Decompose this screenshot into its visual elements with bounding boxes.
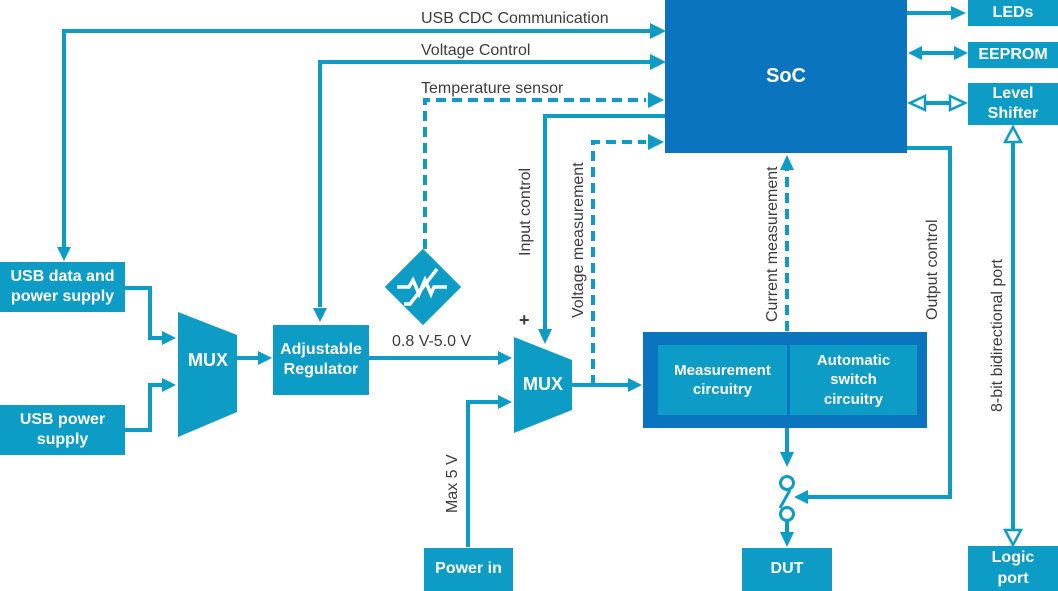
output-control-label: Output control bbox=[924, 219, 941, 321]
voltage-control-label: Voltage Control bbox=[421, 42, 531, 59]
mux2-shape bbox=[514, 337, 572, 433]
measurement-circuitry-block: Measurement circuitry bbox=[658, 345, 787, 415]
arrow-powerin-into-mux2 bbox=[498, 395, 512, 409]
voltage-control-line bbox=[318, 60, 651, 307]
arrow-into-leds bbox=[951, 6, 966, 20]
usb-data-power-supply-block: USB data and power supply bbox=[0, 262, 125, 312]
arrow-mux2-into-measurement bbox=[628, 378, 642, 392]
automatic-switch-circuitry-block: Automatic switch circuitry bbox=[790, 345, 917, 415]
arrow-usbpower-into-mux1 bbox=[162, 378, 176, 392]
hollow-arrow-into-logic-port bbox=[1002, 528, 1024, 548]
arrow-temp-sensor-into-soc bbox=[648, 92, 664, 108]
level-shifter-block: Level Shifter bbox=[968, 83, 1058, 125]
temperature-sensor-label: Temperature sensor bbox=[421, 80, 564, 97]
eeprom-block: EEPROM bbox=[968, 42, 1058, 68]
usb-cdc-communication-label: USB CDC Communication bbox=[421, 10, 609, 27]
input-control-line bbox=[543, 114, 666, 329]
voltage-measurement-label: Voltage measurement bbox=[570, 162, 587, 318]
arrow-soc-to-eeprom bbox=[954, 46, 968, 60]
adjustable-regulator-block: Adjustable Regulator bbox=[273, 325, 369, 395]
usbdata-to-mux1-line bbox=[125, 286, 162, 340]
usb-cdc-line bbox=[62, 29, 651, 250]
hollow-arrow-levelshifter-to-soc bbox=[907, 94, 927, 112]
arrow-usbdata-into-mux1 bbox=[162, 331, 176, 345]
arrow-input-control-into-mux2 bbox=[538, 329, 552, 344]
bidirectional-port-label: 8-bit bidirectional port bbox=[989, 259, 1006, 412]
mux2-label: MUX bbox=[523, 374, 563, 394]
arrow-into-dut bbox=[780, 532, 794, 547]
spst-switch-icon bbox=[778, 475, 795, 522]
thermistor-icon bbox=[384, 248, 462, 326]
usb-power-supply-block: USB power supply bbox=[0, 405, 125, 455]
input-control-label: Input control bbox=[517, 167, 534, 256]
arrow-output-control-at-switch bbox=[794, 490, 808, 504]
arrow-into-switch-top bbox=[780, 452, 794, 467]
soc-block: SoC bbox=[665, 0, 907, 153]
arrow-voltage-control-into-soc bbox=[650, 54, 666, 70]
mux2-plus-label: + bbox=[519, 310, 530, 330]
temperature-sensor-line bbox=[423, 98, 646, 249]
powerin-to-mux2-line bbox=[466, 400, 498, 547]
arrow-current-meas-into-soc bbox=[780, 155, 794, 170]
arrow-into-usb-data-block bbox=[57, 247, 71, 261]
voltage-measurement-line bbox=[591, 140, 646, 385]
arrow-into-regulator-top bbox=[313, 308, 327, 322]
arrow-voltage-meas-into-soc bbox=[648, 134, 664, 150]
leds-block: LEDs bbox=[968, 0, 1058, 26]
current-measurement-label: Current measurement bbox=[764, 166, 781, 322]
arrow-usb-cdc-into-soc bbox=[650, 23, 666, 39]
power-in-block: Power in bbox=[424, 548, 513, 591]
hollow-arrow-soc-to-levelshifter bbox=[948, 94, 968, 112]
hollow-arrow-into-levelshifter-bottom bbox=[1002, 124, 1024, 144]
max-5v-label: Max 5 V bbox=[444, 454, 461, 513]
logic-port-block: Logic port bbox=[968, 546, 1058, 591]
arrow-eeprom-to-soc bbox=[908, 46, 922, 60]
mux1-label: MUX bbox=[188, 350, 228, 370]
regulator-output-range-label: 0.8 V-5.0 V bbox=[392, 333, 472, 350]
dut-block: DUT bbox=[742, 548, 832, 591]
output-control-line bbox=[806, 146, 952, 499]
arrow-regulator-into-mux2 bbox=[498, 351, 512, 365]
mux1-shape bbox=[178, 312, 237, 437]
usbpower-to-mux1-line bbox=[125, 383, 162, 432]
arrow-into-regulator-left bbox=[258, 351, 272, 365]
